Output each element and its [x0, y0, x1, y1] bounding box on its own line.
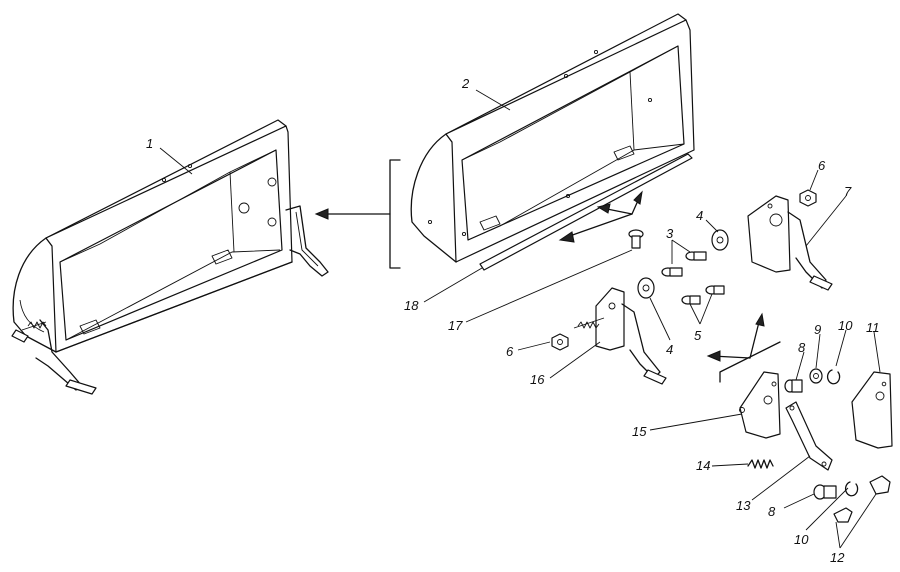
callout-4-lower: 4	[666, 342, 673, 357]
callout-8-lower: 8	[768, 504, 776, 519]
strip-arrows	[558, 190, 643, 243]
callout-6-upper: 6	[818, 158, 826, 173]
callout-13: 13	[736, 498, 751, 513]
callout-11: 11	[866, 320, 880, 335]
callout-10-lower: 10	[794, 532, 809, 547]
group-arrows	[706, 312, 781, 383]
part-7-hinge-bracket	[747, 195, 833, 291]
part-15-lower-bracket	[739, 371, 781, 439]
part-4-washers	[637, 229, 729, 299]
part-18-trim-strip	[479, 153, 693, 271]
part-1-assembled-housing	[11, 119, 329, 395]
part-12-clips	[833, 475, 891, 523]
part-14-spring	[747, 459, 774, 469]
callout-10-upper: 10	[838, 318, 853, 333]
part-17-pin	[628, 229, 644, 249]
callout-1: 1	[146, 136, 153, 151]
part-5-screws	[681, 285, 725, 305]
part-9-spring-washer	[809, 368, 823, 384]
callout-7: 7	[844, 184, 852, 199]
callout-18: 18	[404, 298, 419, 313]
callout-14: 14	[696, 458, 710, 473]
part-6-nuts	[551, 189, 817, 351]
callout-9: 9	[814, 322, 821, 337]
part-16-hinge-bracket	[573, 287, 667, 385]
callout-16: 16	[530, 372, 545, 387]
callout-4-upper: 4	[696, 208, 703, 223]
part-8-pins	[784, 379, 837, 500]
part-10-retaining-clips	[826, 369, 859, 497]
callout-8-upper: 8	[798, 340, 806, 355]
callout-12: 12	[830, 550, 845, 565]
callout-labels: 1 2 3 4 4 5 6 6 7 8 8 9 10 10 11 12 13 1…	[146, 76, 880, 565]
part-2-housing	[410, 13, 695, 263]
part-3-bolts	[661, 251, 707, 277]
callout-3: 3	[666, 226, 674, 241]
callout-6-lower: 6	[506, 344, 514, 359]
part-13-link-arm	[785, 401, 833, 471]
callout-15: 15	[632, 424, 647, 439]
leader-lines	[159, 89, 881, 549]
part-11-plate	[851, 371, 893, 449]
assembly-arrow	[314, 159, 401, 269]
callout-5: 5	[694, 328, 702, 343]
callout-2: 2	[461, 76, 470, 91]
callout-17: 17	[448, 318, 463, 333]
